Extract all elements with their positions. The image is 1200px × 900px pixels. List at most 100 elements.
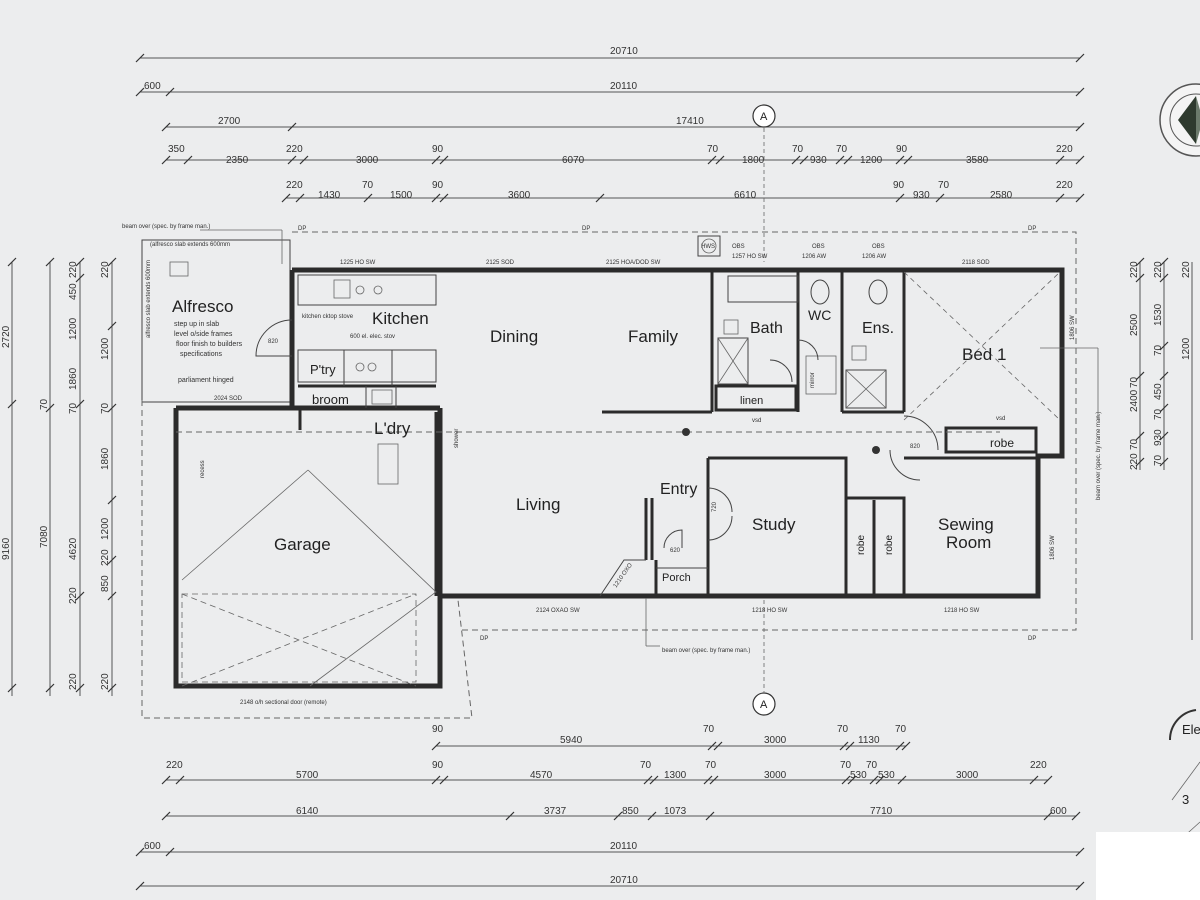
svg-text:1200: 1200 (68, 317, 79, 340)
dim-r5-1430: 1430 (318, 190, 341, 201)
svg-text:220: 220 (68, 587, 79, 604)
svg-text:DP: DP (1028, 636, 1036, 642)
room-ens: Ens. (862, 320, 894, 337)
section-marker-top: A (752, 104, 776, 262)
dim-r5-70: 70 (362, 180, 374, 191)
north-arrow-icon (1159, 83, 1200, 157)
dim-r4-350: 350 (168, 144, 185, 155)
svg-text:3: 3 (1182, 792, 1189, 807)
dim-r4-70c: 70 (836, 144, 848, 155)
svg-text:1860: 1860 (100, 447, 111, 470)
svg-text:1200: 1200 (100, 517, 111, 540)
svg-text:820: 820 (268, 339, 279, 345)
svg-text:DP: DP (480, 636, 488, 642)
svg-text:220: 220 (1181, 261, 1192, 278)
dim-top-2700: 2700 (218, 116, 241, 127)
interior-walls (176, 270, 1061, 687)
room-robe-bed1: robe (990, 436, 1014, 450)
dim-r5-6610: 6610 (734, 190, 757, 201)
room-entry: Entry (660, 481, 697, 498)
svg-text:vsd: vsd (996, 416, 1005, 422)
elevation-marker: Ele 3 (1096, 709, 1200, 900)
bottom-dimensions: 90 5940 70 3000 70 1130 70 220 5700 90 4… (135, 724, 1085, 891)
dim-r4-220b: 220 (1056, 144, 1073, 155)
svg-text:620: 620 (670, 548, 681, 554)
dim-r4-220: 220 (286, 144, 303, 155)
room-wc: WC (808, 307, 831, 323)
svg-text:recess: recess (200, 460, 206, 478)
svg-text:600: 600 (1050, 806, 1067, 817)
left-dimensions: 2720 9160 70 7080 220 450 1200 1860 70 4… (1, 257, 117, 696)
svg-text:220: 220 (1153, 261, 1164, 278)
dim-r4-6070: 6070 (562, 155, 585, 166)
svg-text:1200: 1200 (100, 337, 111, 360)
svg-text:220: 220 (100, 549, 111, 566)
svg-text:70: 70 (840, 760, 852, 771)
svg-text:70: 70 (1153, 344, 1164, 356)
doors (255, 319, 939, 549)
svg-text:70: 70 (640, 760, 652, 771)
svg-text:820: 820 (910, 444, 921, 450)
svg-text:1300: 1300 (664, 770, 687, 781)
svg-text:OBS: OBS (872, 244, 885, 250)
dim-r4-2350: 2350 (226, 155, 249, 166)
svg-text:A: A (760, 111, 768, 123)
svg-text:70: 70 (68, 402, 79, 414)
svg-text:450: 450 (1153, 383, 1164, 400)
room-living: Living (516, 495, 560, 514)
svg-text:3000: 3000 (764, 770, 787, 781)
svg-text:90: 90 (432, 724, 444, 735)
dim-top-20110: 20110 (610, 81, 638, 92)
svg-text:2124 OXAO SW: 2124 OXAO SW (536, 608, 580, 614)
svg-text:220: 220 (100, 261, 111, 278)
svg-text:1806 SW: 1806 SW (1070, 315, 1076, 340)
svg-text:220: 220 (1129, 453, 1140, 470)
svg-text:9160: 9160 (1, 537, 12, 560)
svg-text:5940: 5940 (560, 735, 583, 746)
svg-text:4570: 4570 (530, 770, 553, 781)
svg-text:2720: 2720 (1, 325, 12, 348)
svg-text:850: 850 (100, 575, 111, 592)
svg-text:600: 600 (144, 841, 161, 852)
dim-r5-220b: 220 (1056, 180, 1073, 191)
room-laundry: L'dry (374, 419, 411, 438)
svg-text:1130: 1130 (858, 735, 880, 746)
svg-text:1218 HO SW: 1218 HO SW (944, 608, 980, 614)
room-pantry: P'try (310, 362, 336, 377)
room-porch: Porch (662, 572, 691, 584)
svg-text:1210 OXO: 1210 OXO (613, 562, 634, 589)
svg-text:beam over (spec. by frame man.: beam over (spec. by frame man.) (122, 224, 210, 230)
svg-text:7710: 7710 (870, 806, 893, 817)
room-study: Study (752, 515, 796, 534)
svg-text:220: 220 (1030, 760, 1047, 771)
svg-text:kitchen cktop stove: kitchen cktop stove (302, 314, 354, 320)
room-robe-sewing: robe (884, 535, 895, 555)
dim-r5-90: 90 (432, 180, 444, 191)
top-dimensions: 20710 600 20110 2700 17410 350 2350 220 … (135, 46, 1085, 203)
svg-text:specifications: specifications (180, 351, 223, 358)
svg-text:720: 720 (712, 501, 718, 512)
svg-text:DP: DP (1028, 226, 1036, 232)
right-dimensions: 220 2500 70 2400 70 220 220 1530 70 450 … (1129, 257, 1193, 640)
svg-text:4620: 4620 (68, 537, 79, 560)
eave-line (292, 231, 1077, 631)
svg-text:2125 HOA/DOD SW: 2125 HOA/DOD SW (606, 260, 661, 266)
room-garage: Garage (274, 535, 331, 554)
room-bed1: Bed 1 (962, 345, 1006, 364)
svg-text:1200: 1200 (1181, 337, 1192, 360)
svg-text:70: 70 (1153, 454, 1164, 466)
dim-r4-3000: 3000 (356, 155, 379, 166)
hot-water-system-icon: HWS (697, 235, 721, 257)
alfresco-area: beam over (spec. by frame man.) (alfresc… (122, 224, 473, 719)
dim-r4-90b: 90 (896, 144, 908, 155)
svg-text:OBS: OBS (732, 244, 745, 250)
room-dining: Dining (490, 327, 538, 346)
svg-text:220: 220 (68, 261, 79, 278)
svg-text:step up in slab: step up in slab (174, 321, 219, 328)
svg-text:220: 220 (1129, 261, 1140, 278)
dim-r5-220: 220 (286, 180, 303, 191)
dim-r5-3600: 3600 (508, 190, 531, 201)
room-sewing-1: Sewing (938, 515, 994, 534)
svg-text:1257 HO SW: 1257 HO SW (732, 254, 768, 260)
